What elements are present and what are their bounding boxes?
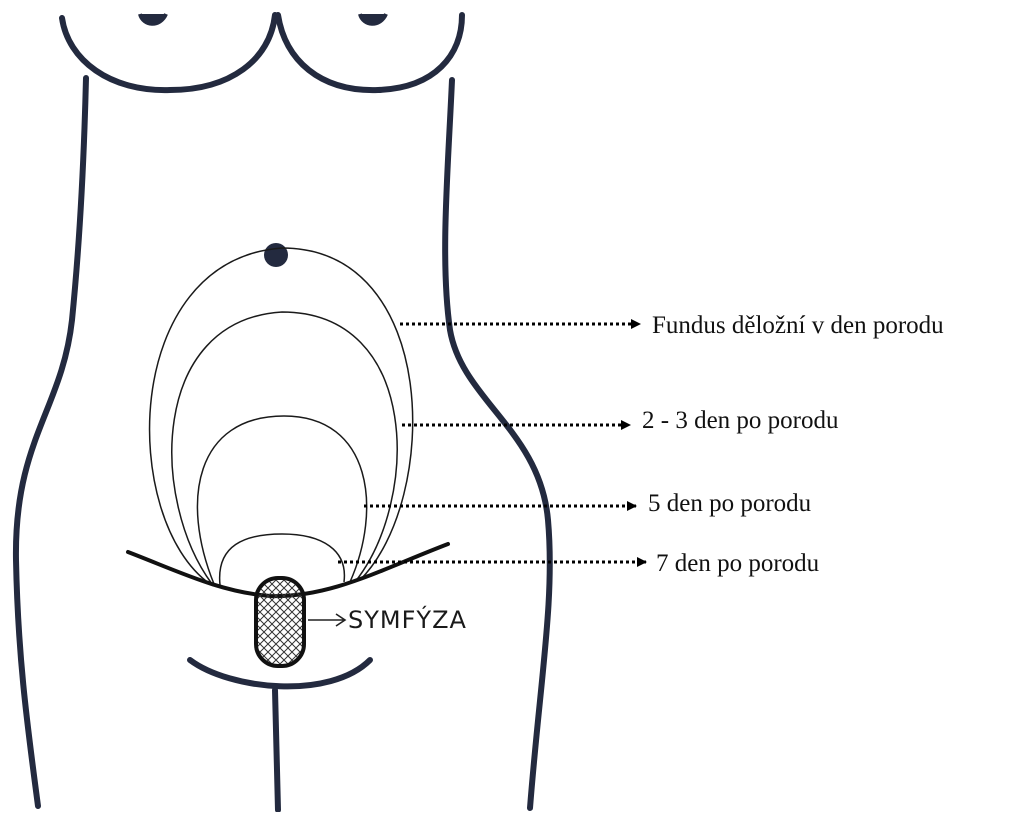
label-day-5: 5 den po porodu	[648, 491, 811, 516]
symphysis-arrow	[308, 614, 345, 626]
label-day-2-3: 2 - 3 den po porodu	[642, 408, 839, 433]
leg-line	[275, 690, 278, 810]
label-day-7: 7 den po porodu	[656, 551, 819, 576]
right-torso-outline	[445, 80, 550, 808]
left-breast-outline	[62, 15, 275, 90]
left-torso-outline	[16, 78, 86, 806]
navel	[264, 243, 288, 267]
left-nipple	[140, 14, 166, 24]
label-symphysis: SYMFÝZA	[348, 608, 467, 632]
label-fundus-day-of-birth: Fundus děložní v den porodu	[652, 313, 944, 338]
right-breast-outline	[278, 15, 462, 90]
right-nipple	[360, 14, 386, 24]
symphysis-shape	[256, 578, 304, 666]
